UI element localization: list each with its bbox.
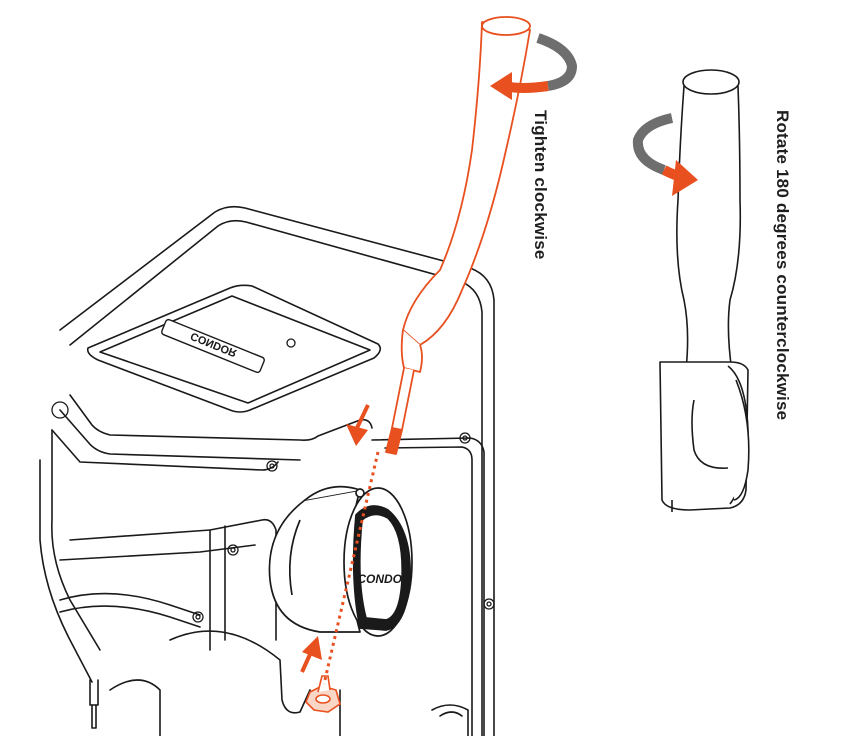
screwdriver-icon: [385, 16, 531, 455]
lid-hole: [286, 338, 296, 348]
tighten-clockwise-label: Tighten clockwise: [531, 110, 550, 260]
knob-icon: [268, 485, 413, 637]
counterclockwise-rotation-arrow: [632, 113, 698, 196]
knob-handle-diagram: [659, 69, 750, 512]
screw-icon: [305, 675, 341, 713]
rotate-counterclockwise-label: Rotate 180 degrees counterclockwise: [773, 110, 792, 421]
clockwise-rotation-arrow: [490, 33, 578, 100]
installation-path-line: [322, 451, 380, 685]
down-arrow: [346, 404, 370, 446]
up-arrow: [300, 636, 322, 673]
body-bolts: [51, 401, 495, 623]
knob-logo-text: CONDOR: [357, 572, 411, 586]
